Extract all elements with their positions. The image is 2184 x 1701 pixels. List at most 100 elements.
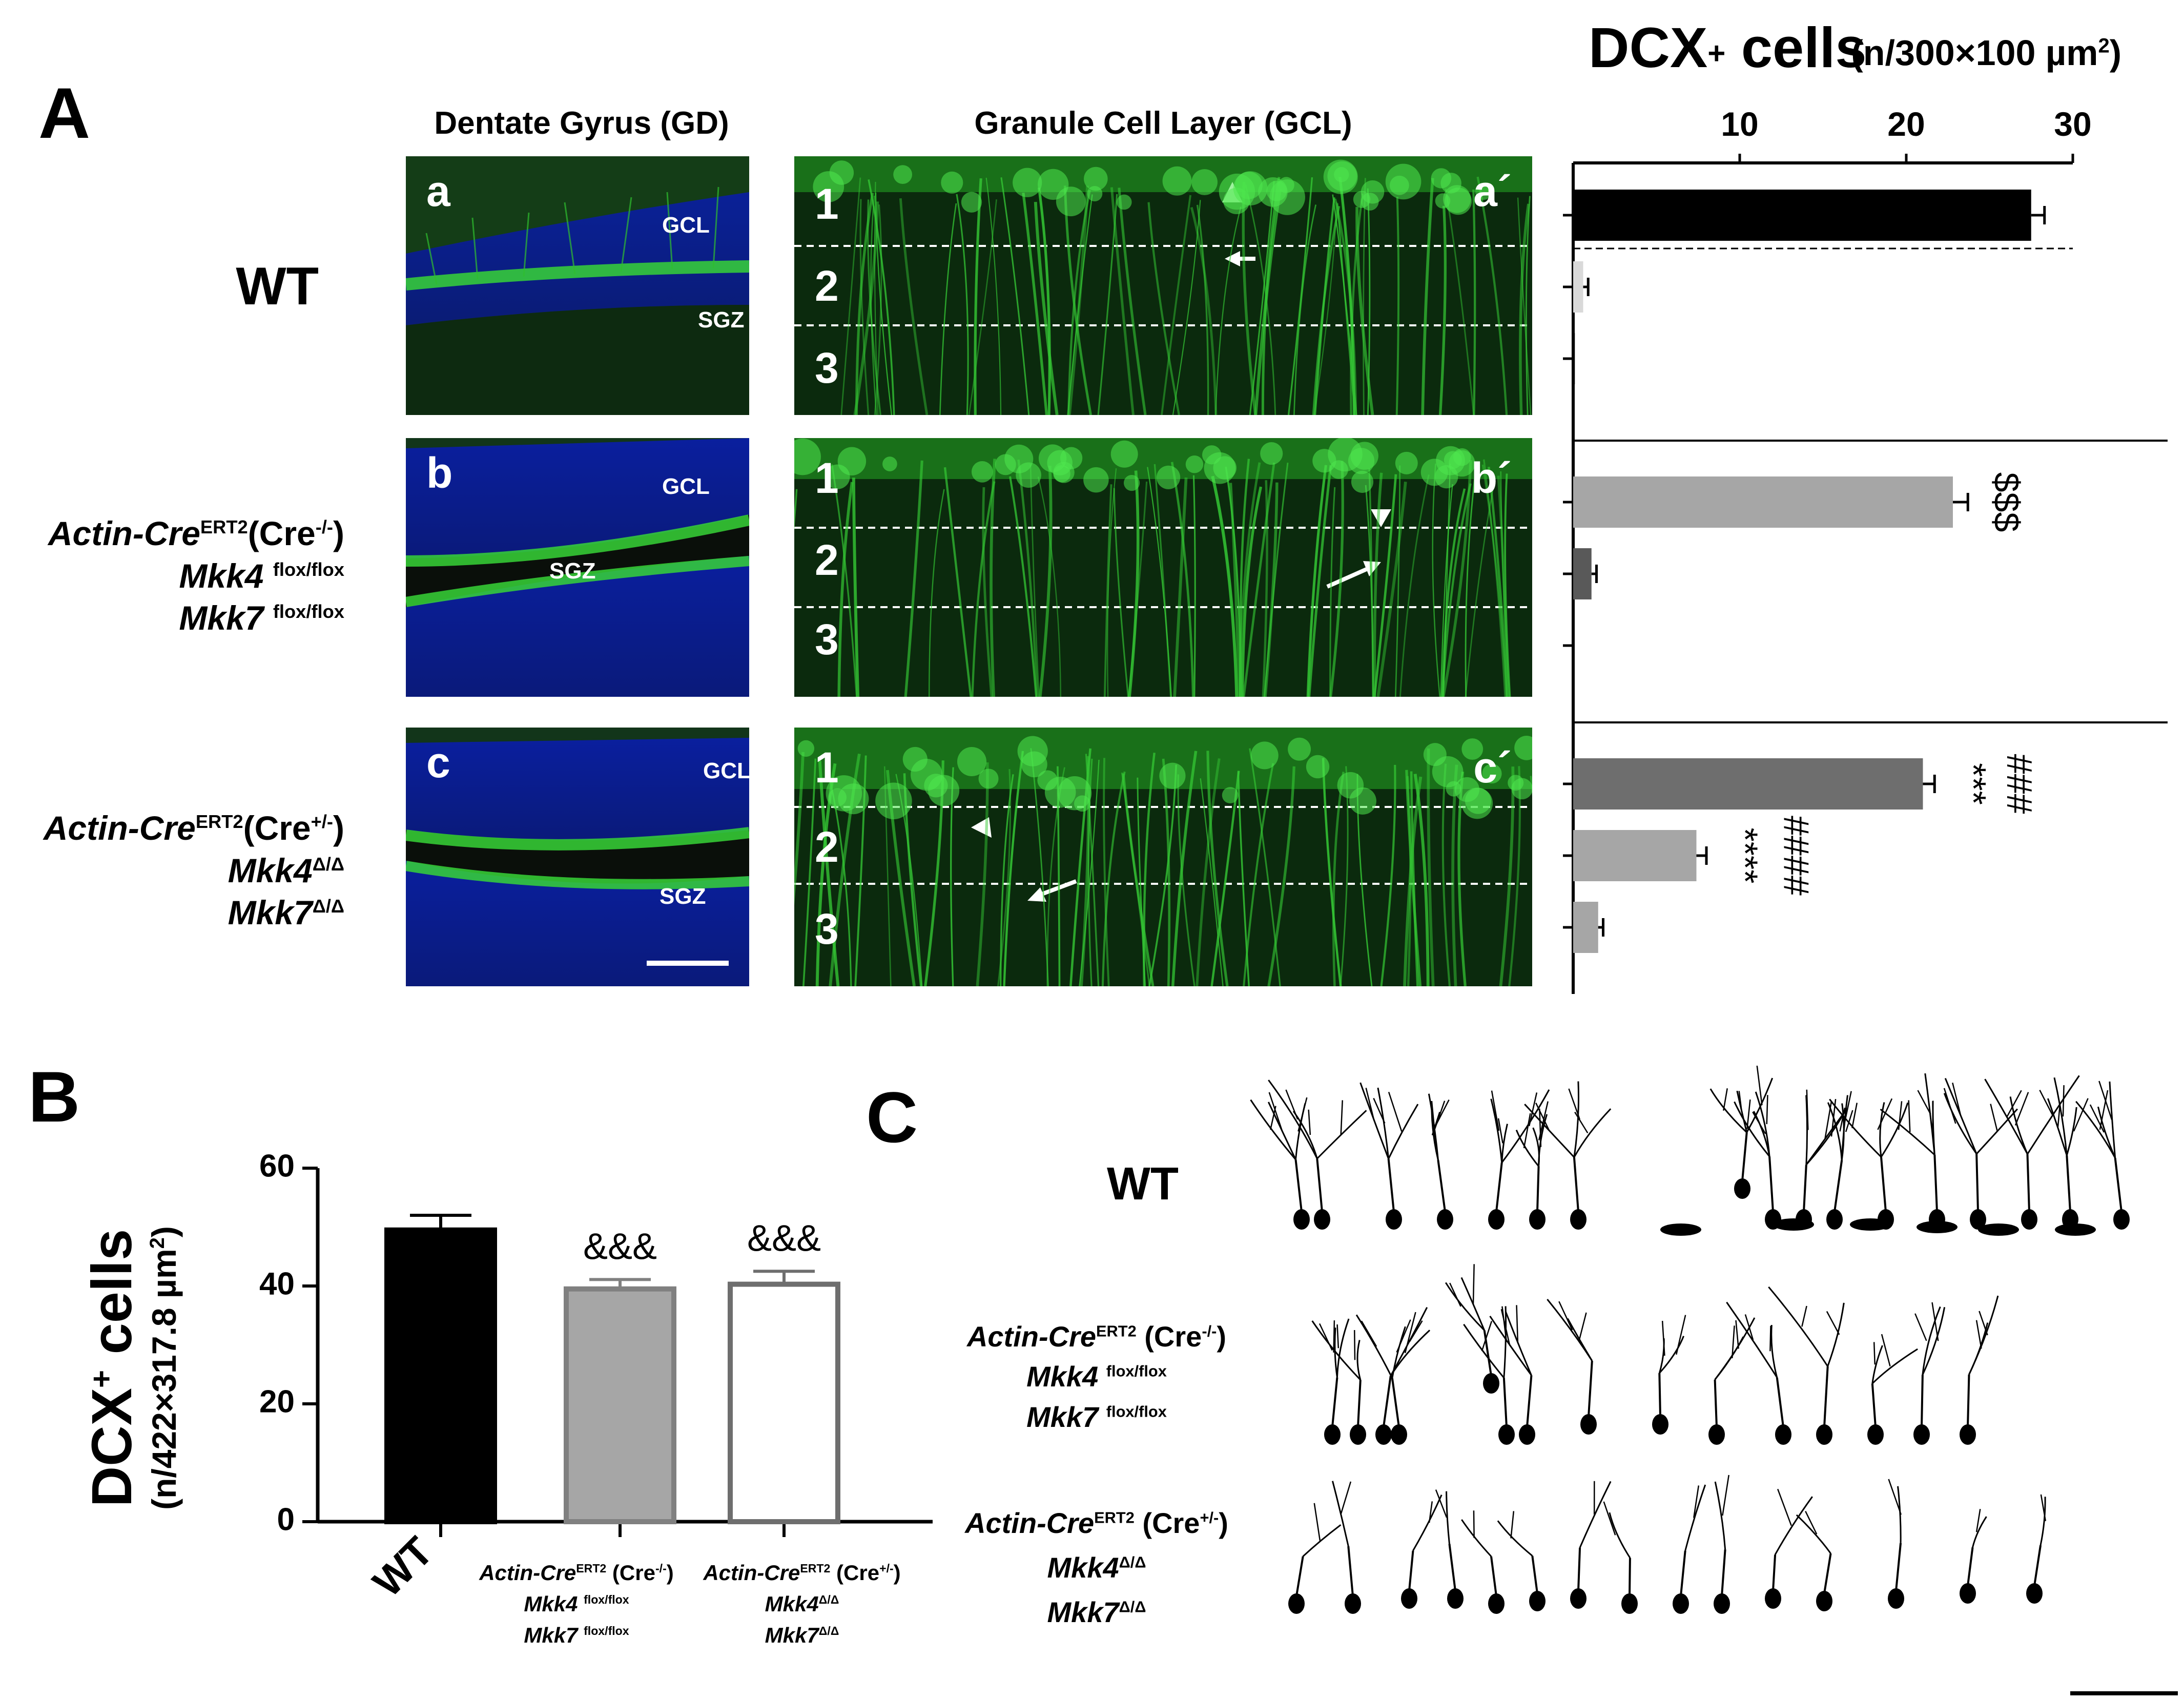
chart-a-bar <box>1573 902 1598 953</box>
micrograph-gd-a-image <box>406 156 749 415</box>
gd-c-region-gcl: GCL <box>703 758 749 783</box>
chart-a-significance-hash: #### <box>1777 816 1817 896</box>
micrograph-gcl-a-image <box>794 156 1532 415</box>
chart-b-tick-label: 40 <box>259 1266 295 1301</box>
gd-a-region-gcl: GCL <box>662 213 710 238</box>
neuron-tracing <box>1324 1318 1350 1445</box>
chart-a-tick-label: 10 <box>1721 105 1758 143</box>
neuron-tracing <box>1461 1510 1505 1614</box>
chart-a-bar <box>1573 476 1953 528</box>
neuron-tracing <box>1359 1082 1419 1230</box>
chart-a-significance: **** <box>1725 828 1765 884</box>
neuron-tracing <box>1355 1314 1411 1445</box>
chart-a-tick-label: 30 <box>2054 105 2091 143</box>
chart-a-bar <box>1573 190 2031 241</box>
column-title-granule-cell-layer: Granule Cell Layer (GCL) <box>974 106 1352 141</box>
neuron-tracing <box>1829 1098 1909 1230</box>
micrograph-gcl-b-image <box>794 438 1532 697</box>
panel-a-row-label-wt: WT <box>236 257 319 316</box>
gcl-c-layer-1: 1 <box>815 743 839 792</box>
neuron-tracing <box>1880 1073 1945 1230</box>
chart-a-bar <box>1573 333 1575 384</box>
chart-b-bar <box>564 1286 676 1524</box>
neuron-tracing <box>1547 1299 1597 1435</box>
gcl-a-layer-2: 2 <box>815 262 839 310</box>
micrograph-gd-a: a GCL SGZ <box>406 156 749 415</box>
gcl-letter-b: b´ <box>1471 454 1512 502</box>
chart-a-significance: *** <box>1953 763 1993 805</box>
neuron-tracing <box>1331 1481 1361 1614</box>
neuron-tracing <box>2026 1494 2047 1604</box>
neuron-tracing <box>1515 1101 1549 1230</box>
neuron-tracing <box>1826 1091 1853 1230</box>
neuron-tracing <box>1708 1317 1756 1445</box>
neuron-tracing <box>1768 1286 1845 1445</box>
chart-b-tick-label: 60 <box>259 1148 295 1184</box>
neuron-tracing <box>1488 1089 1550 1230</box>
gcl-b-layer-1: 1 <box>815 454 839 502</box>
chart-b-ylabel <box>82 625 215 1199</box>
chart-b-significance: &&& <box>583 1226 657 1267</box>
micrograph-gcl-c: c´ 1 2 3 <box>794 728 1532 986</box>
gd-letter-a: a <box>426 167 450 215</box>
neuron-soma-horizontal <box>1773 1218 1814 1231</box>
neuron-tracing <box>1943 1078 2018 1230</box>
micrograph-gd-b-image <box>406 438 749 697</box>
neuron-tracing <box>1445 1264 1499 1394</box>
micrograph-gcl-b: b´ 1 2 3 <box>794 438 1532 697</box>
neuron-tracing <box>1960 1509 1987 1604</box>
panel-a-row-label-cre-pos: Actin-CreERT2(Cre+/-) Mkk4Δ/Δ Mkk7Δ/Δ <box>43 809 344 931</box>
neuron-tracing <box>1268 1080 1367 1230</box>
chart-a-unit: (n/300×100 µm2) <box>1851 33 2121 73</box>
neuron-tracing <box>1796 1511 1832 1611</box>
neuron-tracing <box>1570 1481 1612 1609</box>
gd-b-region-gcl: GCL <box>662 474 710 499</box>
neuron-soma-horizontal <box>1917 1221 1958 1233</box>
gd-a-region-sgz: SGZ <box>698 307 745 333</box>
chart-a-title: DCX+ cells <box>1589 16 1867 79</box>
micrograph-gd-c-image <box>406 728 749 986</box>
chart-a-bar <box>1573 830 1697 881</box>
gd-letter-c: c <box>426 738 450 786</box>
chart-a-bar <box>1573 758 1923 810</box>
neuron-tracing <box>1428 1093 1453 1230</box>
neuron-tracing <box>1250 1092 1310 1230</box>
neuron-tracing <box>1714 1475 1730 1614</box>
chart-b-xlabel-cre-neg: Actin-CreERT2 (Cre-/-) Mkk4 flox/flox Mk… <box>479 1561 674 1647</box>
panel-c-row-label-cre-pos: Actin-CreERT2 (Cre+/-) Mkk4Δ/Δ Mkk7Δ/Δ <box>965 1507 1228 1628</box>
neuron-tracing <box>1401 1495 1443 1609</box>
neuron-soma-horizontal <box>1660 1223 1701 1236</box>
neuron-tracing <box>1726 1301 1791 1445</box>
gd-c-region-sgz: SGZ <box>660 884 706 909</box>
gcl-a-layer-3: 3 <box>815 344 839 392</box>
gcl-c-layer-3: 3 <box>815 905 839 953</box>
neuron-tracing <box>1984 1075 2080 1230</box>
neuron-tracing <box>2047 1077 2089 1230</box>
neuron-soma-horizontal <box>2055 1223 2096 1236</box>
chart-a-bar <box>1573 261 1583 313</box>
chart-a-tick-label: 20 <box>1887 105 1925 143</box>
neuron-tracing <box>1311 1320 1366 1445</box>
panel-c-letter: C <box>866 1077 918 1157</box>
panel-c-row-label-cre-neg: Actin-CreERT2 (Cre-/-) Mkk4 flox/flox Mk… <box>966 1320 1227 1433</box>
panel-a-letter: A <box>38 73 91 153</box>
neuron-tracing <box>1673 1484 1706 1614</box>
chart-a-significance-hash: ### <box>2000 754 2039 814</box>
neuron-tracing <box>1603 1501 1638 1614</box>
neuron-soma-horizontal <box>1978 1223 2019 1236</box>
neuron-tracing <box>1709 1066 1774 1199</box>
micrograph-gd-c: c GCL SGZ <box>406 728 749 986</box>
micrograph-gcl-c-image <box>794 728 1532 986</box>
chart-b-bar <box>384 1227 497 1524</box>
chart-b-tick-label: 0 <box>277 1502 295 1537</box>
gcl-letter-c: c´ <box>1473 743 1512 792</box>
chart-b-ylabel-text: DCX+ cells (n/422×317.8 µm2) <box>80 1226 183 1510</box>
gcl-letter-a: a´ <box>1473 167 1512 215</box>
micrograph-gcl-a: a´ 1 2 3 <box>794 156 1532 415</box>
neuron-tracing <box>1497 1511 1546 1611</box>
neuron-tracing <box>1867 1334 1918 1445</box>
panel-a-row-label-cre-neg: Actin-CreERT2(Cre-/-) Mkk4 flox/flox Mkk… <box>48 514 344 637</box>
neuron-tracing <box>1288 1503 1342 1614</box>
